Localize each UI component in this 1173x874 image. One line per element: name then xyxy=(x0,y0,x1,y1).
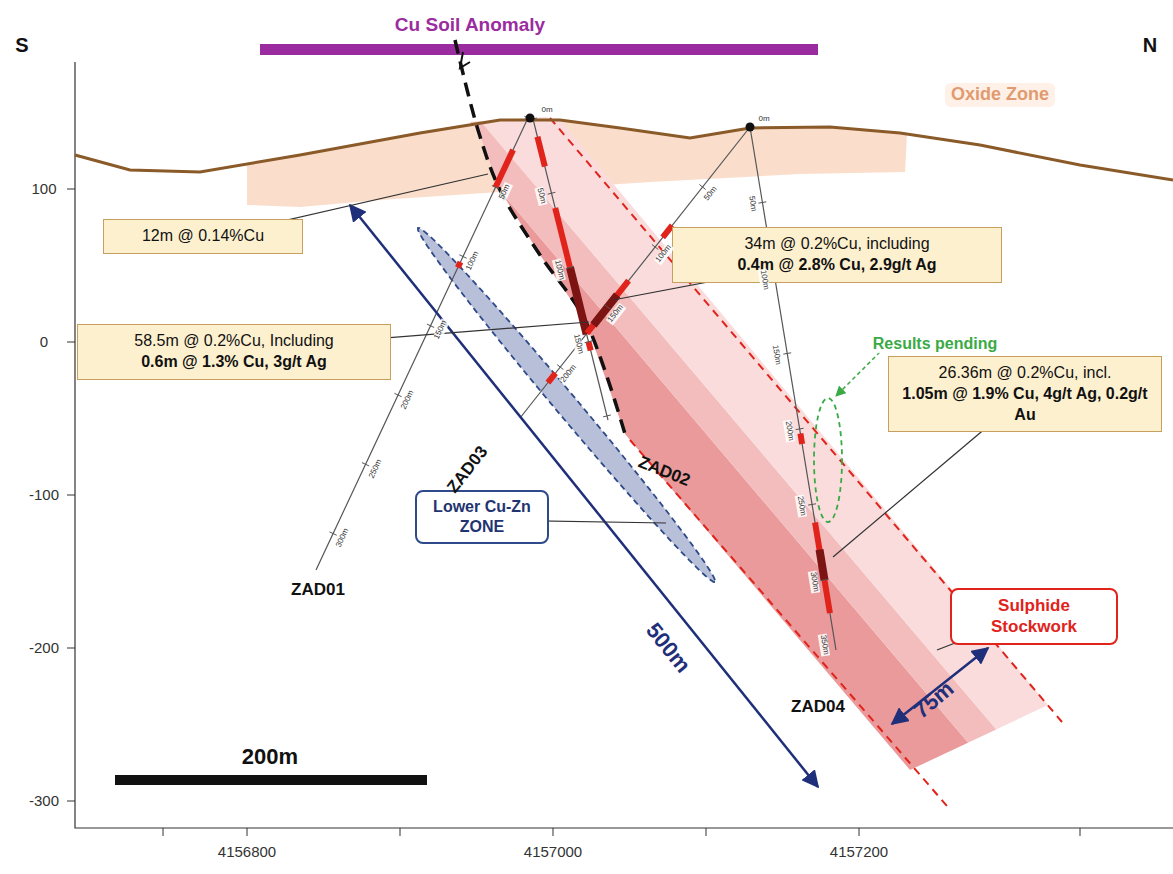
width-arrow xyxy=(892,648,988,724)
drill-holes xyxy=(316,114,836,651)
fault-line xyxy=(455,40,625,434)
dimension-label: 500m xyxy=(641,619,695,678)
assay-text: 34m @ 0.2%Cu, including xyxy=(683,234,991,255)
lower-cu-zn-lens xyxy=(418,228,715,582)
assay-callout: 12m @ 0.14%Cu xyxy=(103,219,303,254)
assay-callout: 58.5m @ 0.2%Cu, Including0.6m @ 1.3% Cu,… xyxy=(77,324,391,380)
scale-label: 200m xyxy=(242,745,298,769)
depth-tick: 0m xyxy=(757,115,770,124)
assay-highlight: 0.4m @ 2.8% Cu, 2.9g/t Ag xyxy=(683,255,991,276)
zone-label-box: Sulphide Stockwork xyxy=(950,588,1118,645)
assay-text: Lower Cu-Zn ZONE xyxy=(425,497,539,537)
hole-label: ZAD03 xyxy=(444,443,492,497)
zone-label-box: Lower Cu-Zn ZONE xyxy=(415,490,549,544)
northing-tick: 4157000 xyxy=(524,844,582,861)
northing-tick: 4156800 xyxy=(218,844,276,861)
length-arrow xyxy=(350,205,818,787)
depth-tick: 50m xyxy=(702,184,720,203)
compass-label: N xyxy=(1143,34,1157,56)
depth-tick: 150m xyxy=(571,333,585,356)
depth-tick: 100m xyxy=(758,268,770,291)
anomaly-label: Cu Soil Anomaly xyxy=(395,15,545,36)
depth-tick: 150m xyxy=(770,344,782,367)
pending-ellipse xyxy=(814,398,842,522)
assay-text: Sulphide Stockwork xyxy=(960,595,1108,638)
assay-highlight: 1.05m @ 1.9% Cu, 4g/t Ag, 0.2g/t Au xyxy=(899,384,1151,426)
assay-highlight: 0.6m @ 1.3% Cu, 3g/t Ag xyxy=(88,352,380,373)
assay-text: 26.36m @ 0.2%Cu, incl. xyxy=(899,363,1151,384)
topography xyxy=(75,120,1173,180)
fault-arrow xyxy=(460,52,470,68)
pending-leader xyxy=(836,352,880,396)
assay-text: 12m @ 0.14%Cu xyxy=(114,226,292,247)
assay-callout: 34m @ 0.2%Cu, including0.4m @ 2.8% Cu, 2… xyxy=(672,227,1002,283)
hole-label: ZAD04 xyxy=(791,698,845,717)
scale-bar xyxy=(115,775,427,785)
depth-tick: 300m xyxy=(334,526,351,550)
depth-tick: 50m xyxy=(746,195,758,214)
hole-label: ZAD01 xyxy=(291,581,345,600)
elevation-tick: 0 xyxy=(40,334,48,351)
assay-callout: 26.36m @ 0.2%Cu, incl.1.05m @ 1.9% Cu, 4… xyxy=(888,356,1162,432)
soil-anomaly-bar xyxy=(260,44,818,55)
depth-tick: 150m xyxy=(432,319,449,343)
zone-label: Oxide Zone xyxy=(945,83,1055,107)
elevation-tick: 100 xyxy=(31,181,56,198)
pending-note: Results pending xyxy=(871,335,999,353)
depth-tick: 0m xyxy=(540,106,553,115)
compass-label: S xyxy=(15,34,28,56)
sulphide-band xyxy=(202,0,1173,874)
elevation-tick: -300 xyxy=(29,793,59,810)
assay-text: 58.5m @ 0.2%Cu, Including xyxy=(88,331,380,352)
elevation-tick: -200 xyxy=(29,640,59,657)
depth-tick: 100m xyxy=(464,249,481,273)
elevation-tick: -100 xyxy=(29,487,59,504)
depth-tick: 200m xyxy=(399,388,416,412)
depth-tick: 250m xyxy=(367,457,384,481)
northing-tick: 4157200 xyxy=(830,844,888,861)
